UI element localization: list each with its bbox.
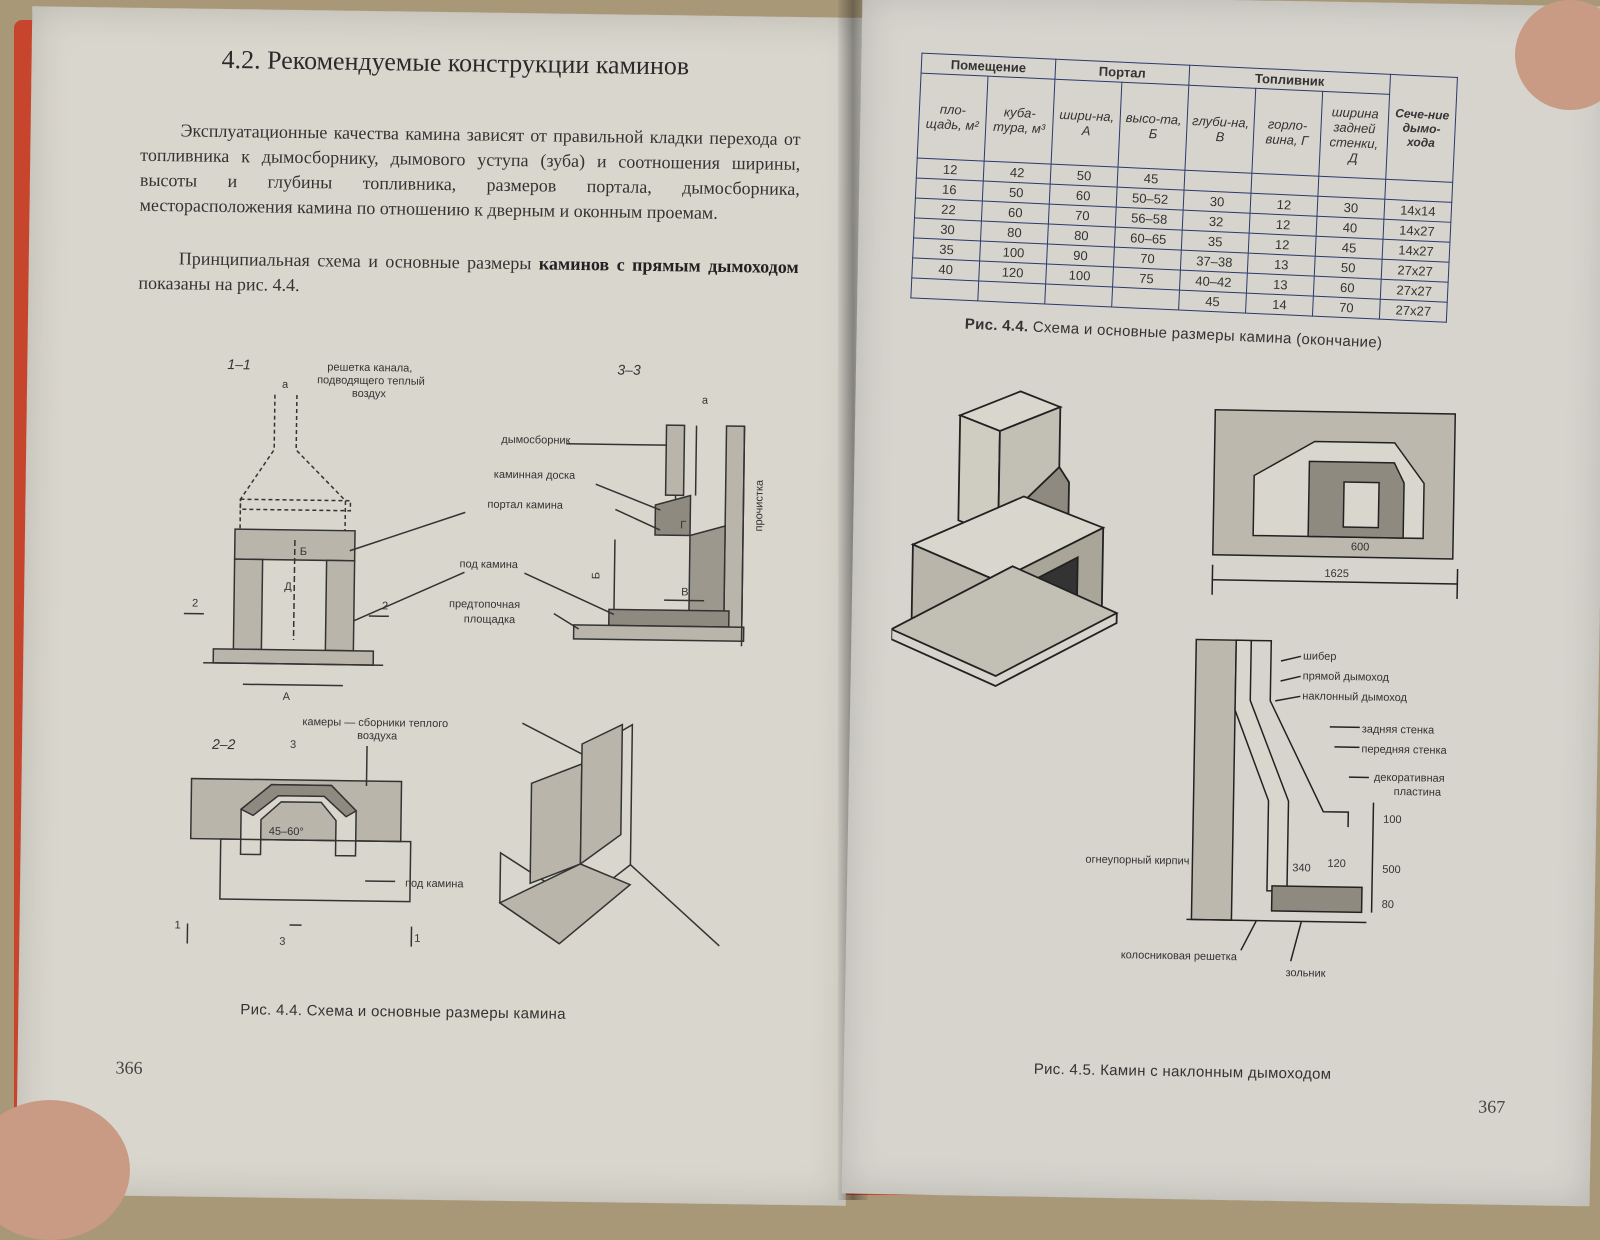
left-page: 4.2. Рекомендуемые конструкции каминов Э… (16, 6, 863, 1205)
mark-2-right: 2 (382, 600, 388, 612)
damper-label: шибер (1303, 650, 1337, 663)
inclined-flue-fireplace-figure: 600 1625 шибер прямой дымоход наклонный … (885, 374, 1516, 1005)
table-caption: Рис. 4.4. Схема и основные размеры камин… (964, 316, 1382, 352)
table-cell: 14 (1246, 293, 1314, 316)
dim-V-label: В (681, 586, 689, 598)
mark-1-right: 1 (414, 933, 420, 945)
figure-caption-left: Рис. 4.4. Схема и основные размеры камин… (240, 1001, 566, 1023)
table-caption-text: Схема и основные размеры камина (окончан… (1028, 318, 1383, 351)
column-header-back-wall: ширина задней стенки, Д (1319, 91, 1390, 179)
section-1-1-label: 1–1 (227, 356, 251, 372)
back-wall-label: задняя стенка (1362, 723, 1435, 736)
column-header-width: шири-на, А (1051, 79, 1122, 167)
table-cell (1045, 284, 1113, 307)
pre-firebox-label-2: площадка (464, 613, 516, 626)
dim-80-label: 80 (1382, 899, 1394, 911)
column-header-depth: глуби-на, В (1185, 85, 1256, 173)
angle-label: 45–60° (269, 826, 304, 838)
page-number-right: 367 (1478, 1096, 1505, 1117)
dim-B-label-1: Б (300, 546, 307, 558)
chambers-label-2: воздуха (357, 730, 398, 743)
smoke-collector-label: дымосборник (501, 434, 570, 447)
mark-3-bottom: 3 (279, 936, 285, 948)
column-header-flue-section: Сече-ние дымо-хода (1386, 74, 1458, 182)
table-cell (911, 278, 979, 301)
paragraph-2: Принципиальная схема и основные размеры … (138, 246, 799, 305)
column-header-throat: горло-вина, Г (1252, 88, 1323, 176)
fireplace-dimensions-table-wrap: Помещение Портал Топливник Сече-ние дымо… (910, 53, 1458, 323)
straight-flue-label: прямой дымоход (1303, 670, 1390, 684)
column-header-volume: куба-тура, м³ (984, 76, 1055, 164)
section-2-2-label: 2–2 (211, 736, 236, 752)
grate-label-3: воздух (352, 388, 387, 400)
section-3-3-drawing (523, 423, 746, 646)
figure-caption-right: Рис. 4.5. Камин с наклонным дымоходом (1034, 1061, 1332, 1083)
section-1-1-drawing (183, 393, 467, 687)
dim-B-label-2: Б (590, 572, 602, 579)
fireplace-isometric-drawing (890, 389, 1120, 688)
paragraph-1: Эксплуатационные качества камина зависят… (139, 118, 800, 227)
column-header-area: пло-щадь, м² (917, 73, 988, 161)
chambers-label-1: камеры — сборники теплого (302, 716, 448, 730)
section-3-3-label: 3–3 (617, 361, 641, 377)
table-cell: 27x27 (1379, 299, 1447, 322)
mantel-label: каминная доска (494, 469, 576, 482)
dim-1625-label: 1625 (1324, 568, 1349, 580)
dim-100-label: 100 (1383, 814, 1402, 826)
section-2-2-drawing (187, 744, 414, 947)
dim-G-label: Г (680, 519, 686, 531)
grate-label-2: подводящего теплый (317, 374, 425, 388)
deco-plate-label-1: декоративная (1374, 772, 1445, 785)
dim-a-label: а (282, 379, 289, 391)
section-heading: 4.2. Рекомендуемые конструкции каминов (221, 45, 689, 82)
paragraph-2-bold: каминов с прямым дымоходом (539, 253, 799, 277)
fireplace-scheme-figure: 1–1 решетка канала, подводящего теплый в… (139, 338, 768, 967)
grate-label-1: решетка канала, (327, 361, 412, 374)
front-wall-label: передняя стенка (1361, 743, 1447, 757)
table-caption-bold: Рис. 4.4. (964, 316, 1028, 336)
dim-D-label: Д (284, 581, 292, 593)
isometric-drawing (499, 723, 722, 946)
dim-500-label: 500 (1382, 864, 1401, 876)
hearth-label: под камина (460, 558, 519, 571)
ash-label: зольник (1285, 967, 1325, 980)
portal-label: портал камина (487, 499, 564, 512)
grate-label: колосниковая решетка (1121, 949, 1238, 963)
dim-A-label: А (283, 691, 291, 703)
cleanout-label: прочистка (753, 479, 766, 532)
dim-600-label: 600 (1351, 541, 1370, 553)
table-cell: 45 (1179, 290, 1247, 313)
deco-plate-label-2: пластина (1394, 786, 1442, 799)
dim-340-label: 340 (1292, 862, 1311, 874)
firebrick-label: огнеупорный кирпич (1085, 854, 1189, 868)
fireplace-section-drawing (1186, 639, 1377, 962)
table-cell: 70 (1312, 296, 1380, 319)
table-cell (978, 281, 1046, 304)
table-cell (1112, 287, 1180, 310)
column-header-height: высо-та, Б (1118, 82, 1189, 170)
mark-1-left: 1 (174, 919, 180, 931)
paragraph-2-text: Принципиальная схема и основные размеры (179, 248, 539, 273)
paragraph-2-end: показаны на рис. 4.4. (138, 273, 299, 295)
dim-120-label: 120 (1327, 858, 1346, 870)
dim-a-label-2: а (702, 395, 709, 407)
pre-firebox-label-1: предтопочная (449, 598, 520, 611)
page-number-left: 366 (115, 1058, 142, 1079)
inclined-flue-label: наклонный дымоход (1302, 690, 1407, 704)
mark-2-left: 2 (192, 598, 198, 610)
hearth-label-2: под камина (405, 878, 464, 891)
fireplace-dimensions-table: Помещение Портал Топливник Сече-ние дымо… (910, 53, 1458, 323)
mark-3-top: 3 (290, 739, 296, 751)
right-page: Помещение Портал Топливник Сече-ние дымо… (842, 0, 1600, 1206)
